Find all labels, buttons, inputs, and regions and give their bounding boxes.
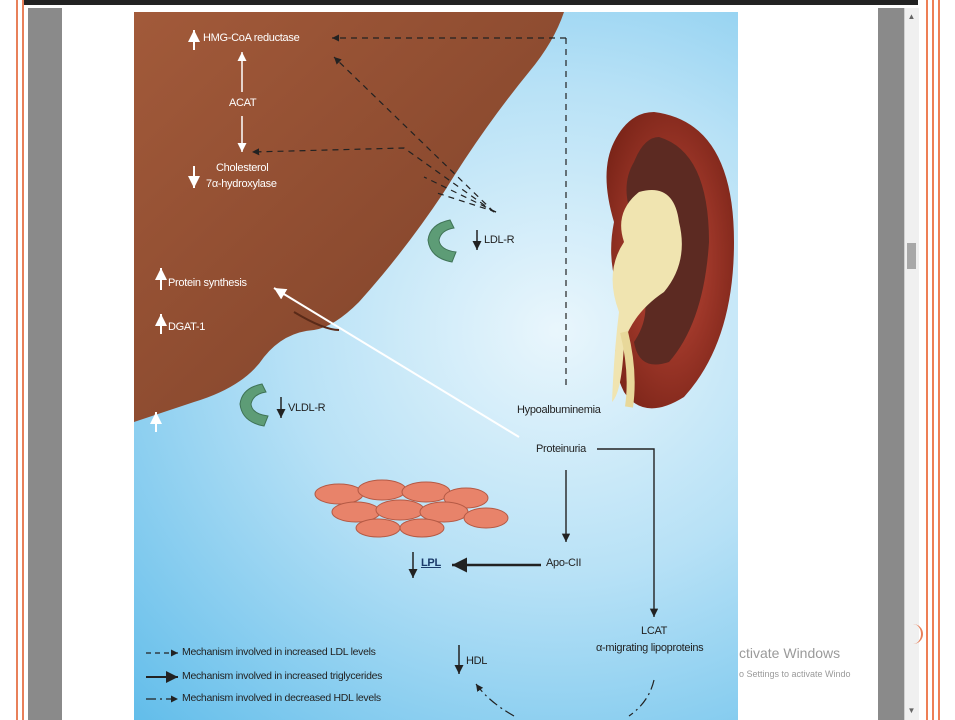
figure-illustration — [134, 12, 738, 720]
legend-item-hdl: Mechanism involved in decreased HDL leve… — [182, 692, 381, 704]
slide-border-right — [918, 0, 955, 720]
liver-shape — [134, 12, 564, 422]
label-alpha-migrating: α-migrating lipoproteins — [596, 642, 703, 654]
label-hypoalbuminemia: Hypoalbuminemia — [517, 404, 601, 416]
adipocyte-cluster — [315, 480, 508, 537]
label-apo-cii: Apo-CII — [546, 557, 581, 569]
window-top-border — [0, 0, 955, 5]
scroll-thumb[interactable] — [907, 243, 916, 269]
kidney-illustration — [607, 112, 735, 408]
slide-border-left — [0, 0, 24, 720]
label-acat: ACAT — [229, 97, 256, 109]
watermark-line-1: ctivate Windows — [739, 645, 840, 661]
label-proteinuria: Proteinuria — [536, 443, 586, 455]
scroll-down-arrow-icon[interactable]: ▼ — [907, 706, 916, 716]
vldl-receptor-icon — [240, 384, 268, 426]
label-lpl: LPL — [421, 557, 441, 569]
lipid-mechanism-figure: HMG-CoA reductase ACAT Cholesterol 7α-hy… — [134, 12, 738, 720]
watermark-line-2: o Settings to activate Windo — [739, 669, 851, 679]
label-protein-synthesis: Protein synthesis — [168, 277, 247, 289]
label-ldl-r: LDL-R — [484, 234, 514, 246]
label-hdl: HDL — [466, 655, 487, 667]
label-lcat: LCAT — [641, 625, 667, 637]
label-dgat: DGAT-1 — [168, 321, 205, 333]
label-hmg-coa: HMG-CoA reductase — [203, 32, 299, 44]
vertical-scrollbar[interactable] — [904, 8, 919, 720]
viewer-margin-right — [878, 8, 904, 720]
label-vldl-r: VLDL-R — [288, 402, 325, 414]
label-cholesterol: Cholesterol — [216, 162, 268, 174]
legend-item-ldl: Mechanism involved in increased LDL leve… — [182, 646, 376, 658]
label-hydroxylase: 7α-hydroxylase — [206, 178, 277, 190]
viewer-margin-left — [28, 8, 62, 720]
scroll-up-arrow-icon[interactable]: ▲ — [907, 12, 916, 22]
ldl-receptor-icon — [428, 220, 456, 262]
legend-item-triglycerides: Mechanism involved in increased triglyce… — [182, 670, 382, 682]
